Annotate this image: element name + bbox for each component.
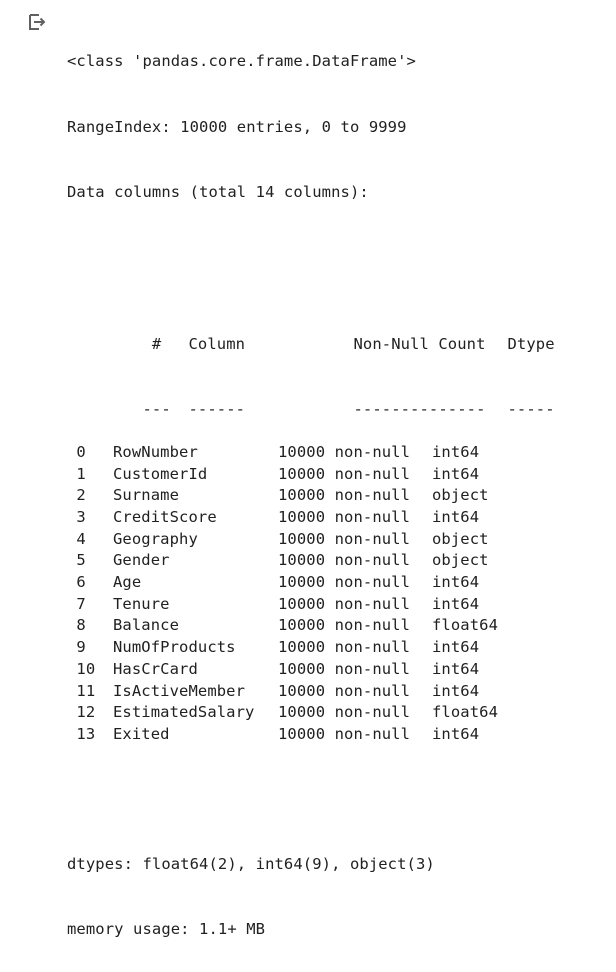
row-column-name: NumOfProducts — [113, 638, 236, 657]
row-index: 0 — [67, 442, 86, 461]
row-dtype: int64 — [432, 464, 480, 483]
dtypes-line: dtypes: float64(2), int64(9), object(3) — [67, 855, 435, 874]
row-column-name: Balance — [113, 616, 180, 635]
row-column-name: RowNumber — [113, 442, 198, 461]
cell-output-area: <class 'pandas.core.frame.DataFrame'> Ra… — [27, 12, 555, 938]
row-index: 8 — [67, 616, 86, 635]
row-non-null-count: 10000 non-null — [278, 616, 411, 635]
separator-non-null-count: -------------- — [353, 399, 486, 418]
table-row: 4 Geography 10000 non-null object — [67, 529, 587, 551]
table-row: 11 IsActiveMember 10000 non-null int64 — [67, 681, 587, 703]
table-row: 13 Exited 10000 non-null int64 — [67, 724, 587, 746]
table-body: 0 RowNumber 10000 non-null int64 1 CustomerI… — [67, 442, 587, 746]
row-non-null-count: 10000 non-null — [278, 464, 411, 483]
table-row: 10 HasCrCard 10000 non-null int64 — [67, 659, 587, 681]
row-index: 13 — [67, 724, 96, 743]
row-index: 12 — [67, 703, 96, 722]
row-dtype: object — [432, 486, 489, 505]
table-row: 9 NumOfProducts 10000 non-null int64 — [67, 637, 587, 659]
row-dtype: int64 — [432, 724, 480, 743]
row-non-null-count: 10000 non-null — [278, 594, 411, 613]
row-column-name: Exited — [113, 724, 170, 743]
row-dtype: int64 — [432, 638, 480, 657]
row-column-name: Age — [113, 573, 142, 592]
data-columns-line: Data columns (total 14 columns): — [67, 182, 369, 201]
dataframe-info-output: <class 'pandas.core.frame.DataFrame'> Ra… — [67, 8, 587, 972]
table-row: 7 Tenure 10000 non-null int64 — [67, 594, 587, 616]
row-column-name: IsActiveMember — [113, 681, 246, 700]
header-column: Column — [188, 334, 246, 353]
separator-index: --- — [142, 399, 171, 418]
row-non-null-count: 10000 non-null — [278, 551, 411, 570]
row-dtype: int64 — [432, 442, 480, 461]
output-redirect-icon[interactable] — [27, 12, 47, 32]
row-non-null-count: 10000 non-null — [278, 529, 411, 548]
row-dtype: object — [432, 529, 489, 548]
row-index: 6 — [67, 573, 86, 592]
row-non-null-count: 10000 non-null — [278, 659, 411, 678]
row-dtype: int64 — [432, 573, 480, 592]
row-index: 3 — [67, 508, 86, 527]
range-index-line: RangeIndex: 10000 entries, 0 to 9999 — [67, 117, 407, 136]
row-non-null-count: 10000 non-null — [278, 681, 411, 700]
row-dtype: int64 — [432, 594, 480, 613]
row-index: 11 — [67, 681, 96, 700]
row-column-name: Surname — [113, 486, 180, 505]
table-row: 3 CreditScore 10000 non-null int64 — [67, 507, 587, 529]
row-non-null-count: 10000 non-null — [278, 508, 411, 527]
row-non-null-count: 10000 non-null — [278, 724, 411, 743]
row-column-name: Tenure — [113, 594, 170, 613]
row-dtype: int64 — [432, 659, 480, 678]
row-column-name: HasCrCard — [113, 659, 198, 678]
table-row: 6 Age 10000 non-null int64 — [67, 572, 587, 594]
row-dtype: int64 — [432, 681, 480, 700]
header-dtype: Dtype — [507, 334, 555, 353]
header-non-null-count: Non-Null Count — [353, 334, 486, 353]
row-index: 2 — [67, 486, 86, 505]
table-row: 2 Surname 10000 non-null object — [67, 485, 587, 507]
separator-column: ------ — [188, 399, 246, 418]
row-column-name: Gender — [113, 551, 170, 570]
table-row: 5 Gender 10000 non-null object — [67, 550, 587, 572]
row-column-name: Geography — [113, 529, 198, 548]
table-row: 12 EstimatedSalary 10000 non-null float64 — [67, 702, 587, 724]
row-index: 10 — [67, 659, 96, 678]
row-column-name: CustomerId — [113, 464, 208, 483]
row-index: 1 — [67, 464, 86, 483]
row-non-null-count: 10000 non-null — [278, 703, 411, 722]
row-dtype: int64 — [432, 508, 480, 527]
table-header-row: # Column Non-Null Count Dtype — [67, 312, 587, 353]
row-index: 9 — [67, 638, 86, 657]
row-non-null-count: 10000 non-null — [278, 442, 411, 461]
row-non-null-count: 10000 non-null — [278, 638, 411, 657]
row-index: 7 — [67, 594, 86, 613]
table-row: 1 CustomerId 10000 non-null int64 — [67, 464, 587, 486]
row-non-null-count: 10000 non-null — [278, 486, 411, 505]
table-separator-row: ---------------------------- — [67, 377, 587, 418]
header-index: # — [142, 334, 162, 353]
table-row: 0 RowNumber 10000 non-null int64 — [67, 442, 587, 464]
row-dtype: object — [432, 551, 489, 570]
separator-dtype: ----- — [507, 399, 555, 418]
row-non-null-count: 10000 non-null — [278, 573, 411, 592]
row-dtype: float64 — [432, 616, 499, 635]
row-index: 4 — [67, 529, 86, 548]
memory-usage-line: memory usage: 1.1+ MB — [67, 920, 266, 939]
row-column-name: CreditScore — [113, 508, 217, 527]
row-index: 5 — [67, 551, 86, 570]
table-row: 8 Balance 10000 non-null float64 — [67, 615, 587, 637]
row-dtype: float64 — [432, 703, 499, 722]
class-line: <class 'pandas.core.frame.DataFrame'> — [67, 52, 416, 71]
row-column-name: EstimatedSalary — [113, 703, 255, 722]
